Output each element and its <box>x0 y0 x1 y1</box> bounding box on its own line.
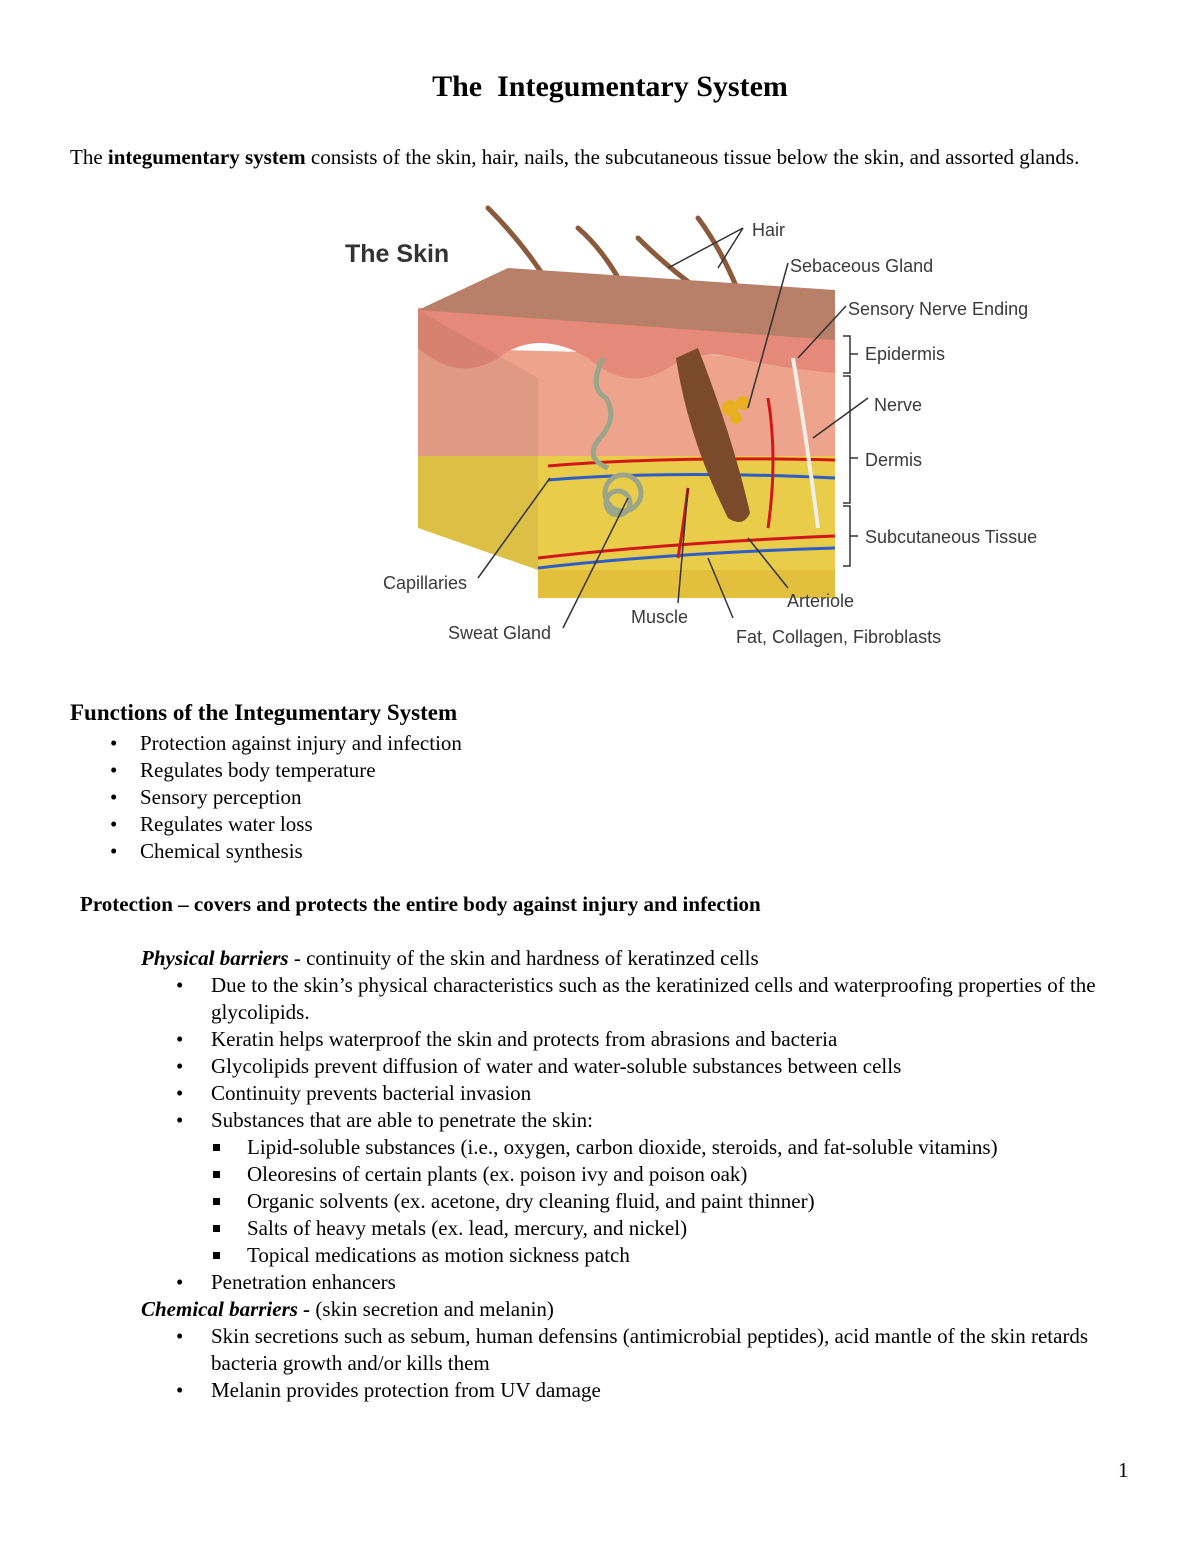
intro-before: The <box>70 145 108 169</box>
physical-barriers-list: Due to the skin’s physical characteristi… <box>141 972 1141 1296</box>
list-item: Regulates water loss <box>70 811 462 838</box>
blood-vessels <box>537 397 836 570</box>
functions-heading: Functions of the Integumentary System <box>70 700 458 725</box>
list-item: Chemical synthesis <box>70 838 462 865</box>
sub-list-item: Organic solvents (ex. acetone, dry clean… <box>211 1188 1141 1215</box>
sub-list-item: Lipid-soluble substances (i.e., oxygen, … <box>211 1134 1141 1161</box>
label-epidermis: Epidermis <box>865 344 945 364</box>
chemical-barriers-lead: Chemical barriers - <box>141 1297 316 1321</box>
label-hair: Hair <box>752 220 785 240</box>
list-item: Melanin provides protection from UV dama… <box>141 1377 1141 1404</box>
page-title: The Integumentary System <box>432 70 788 103</box>
chemical-barriers-list: Skin secretions such as sebum, human def… <box>141 1323 1141 1404</box>
protection-heading: Protection – covers and protects the ent… <box>80 892 761 916</box>
chemical-barriers-rest: (skin secretion and melanin) <box>315 1297 554 1321</box>
list-item: Penetration enhancers <box>141 1269 1141 1296</box>
label-sweat-gland: Sweat Gland <box>448 623 551 643</box>
sub-list-item: Salts of heavy metals (ex. lead, mercury… <box>211 1215 1141 1242</box>
epidermis-layer <box>418 308 835 379</box>
label-sebaceous-gland: Sebaceous Gland <box>790 256 933 276</box>
skin-surface <box>418 268 835 340</box>
intro-bold-term: integumentary system <box>107 145 306 169</box>
page-number: 1 <box>1118 1458 1129 1482</box>
leader-lines <box>477 227 869 629</box>
list-item: Substances that are able to penetrate th… <box>141 1107 1141 1269</box>
hair-follicle <box>676 348 750 522</box>
label-arteriole: Arteriole <box>787 591 854 611</box>
label-subcutaneous-tissue: Subcutaneous Tissue <box>865 527 1037 547</box>
list-item: Keratin helps waterproof the skin and pr… <box>141 1026 1141 1053</box>
skin-diagram: The Skin Hair Sebaceous Gland Sensory Ne… <box>338 198 1068 663</box>
sebaceous-gland <box>722 396 750 424</box>
intro-paragraph: The integumentary system consists of the… <box>70 143 1140 171</box>
functions-list: Protection against injury and infection … <box>70 730 462 865</box>
list-item: Glycolipids prevent diffusion of water a… <box>141 1053 1141 1080</box>
dermis-layer <box>418 348 835 456</box>
list-item: Regulates body temperature <box>70 757 462 784</box>
penetrating-substances-list: Lipid-soluble substances (i.e., oxygen, … <box>211 1134 1141 1269</box>
label-sensory-nerve-ending: Sensory Nerve Ending <box>848 299 1028 319</box>
sub-list-item: Oleoresins of certain plants (ex. poison… <box>211 1161 1141 1188</box>
label-fat-collagen-fibroblasts: Fat, Collagen, Fibroblasts <box>736 627 941 647</box>
sweat-gland <box>590 356 644 518</box>
list-item: Sensory perception <box>70 784 462 811</box>
chemical-barriers-line: Chemical barriers - (skin secretion and … <box>141 1296 554 1323</box>
physical-barriers-rest: - continuity of the skin and hardness of… <box>288 946 759 970</box>
nerve-fiber <box>791 357 820 529</box>
list-item: Continuity prevents bacterial invasion <box>141 1080 1141 1107</box>
intro-after: consists of the skin, hair, nails, the s… <box>305 145 1080 169</box>
list-item-text: Substances that are able to penetrate th… <box>211 1108 593 1132</box>
layer-brackets <box>843 335 858 567</box>
list-item: Due to the skin’s physical characteristi… <box>141 972 1141 1026</box>
label-dermis: Dermis <box>865 450 922 470</box>
figure-title: The Skin <box>345 240 449 268</box>
physical-barriers-line: Physical barriers - continuity of the sk… <box>141 945 759 972</box>
label-capillaries: Capillaries <box>383 573 467 593</box>
list-item: Skin secretions such as sebum, human def… <box>141 1323 1141 1377</box>
list-item: Protection against injury and infection <box>70 730 462 757</box>
sub-list-item: Topical medications as motion sickness p… <box>211 1242 1141 1269</box>
label-nerve: Nerve <box>874 395 922 415</box>
physical-barriers-lead: Physical barriers <box>141 946 289 970</box>
label-muscle: Muscle <box>631 607 688 627</box>
